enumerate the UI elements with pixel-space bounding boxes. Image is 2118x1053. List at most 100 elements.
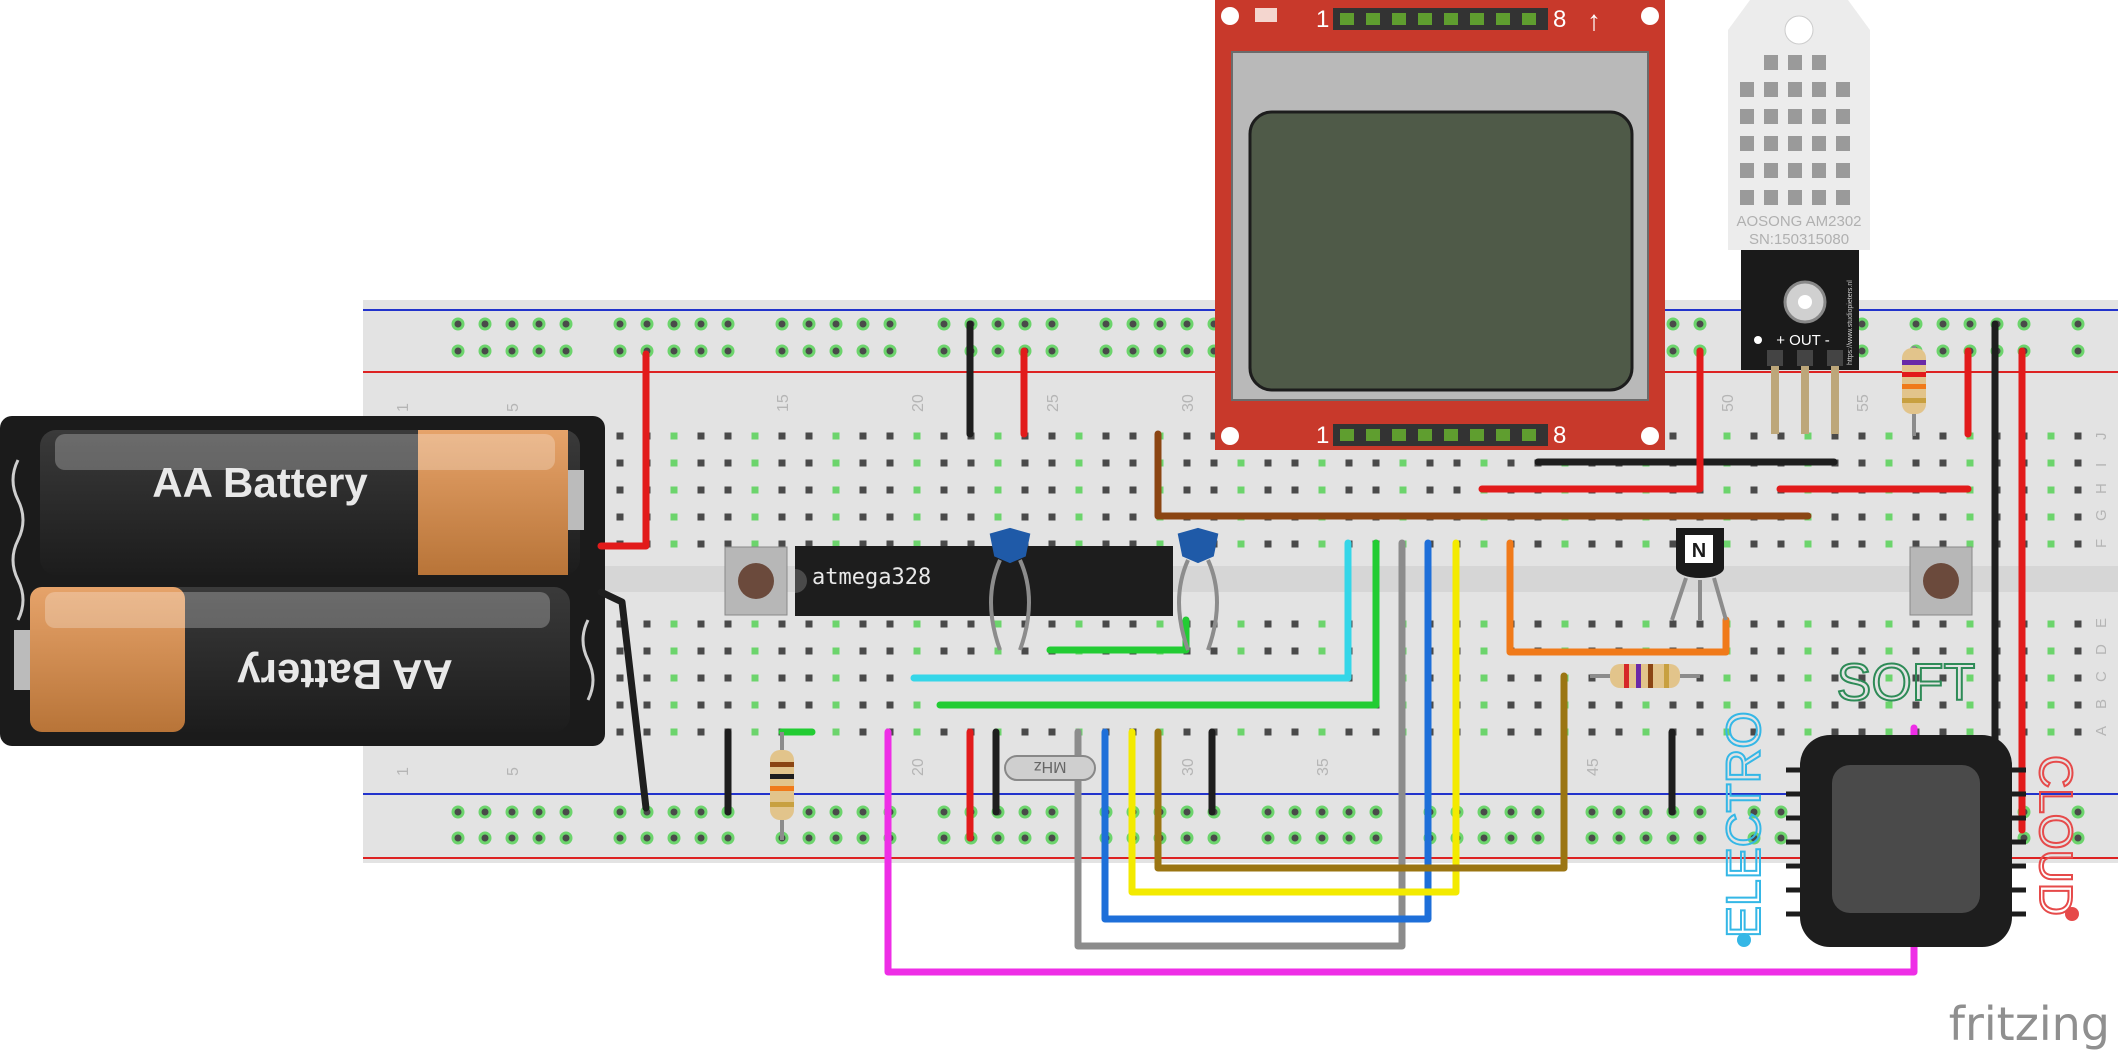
breadboard-hole	[697, 674, 705, 682]
grille-slot	[1740, 82, 1754, 97]
breadboard-hole	[1291, 459, 1299, 467]
rail-hole	[802, 805, 816, 819]
transistor: N	[1670, 528, 1728, 621]
rail-hole	[1747, 805, 1761, 819]
rail-hole	[1342, 805, 1356, 819]
rail-hole	[667, 317, 681, 331]
breadboard-hole	[1534, 620, 1542, 628]
breadboard-hole	[1912, 647, 1920, 655]
rail-hole	[856, 317, 870, 331]
breadboard-hole	[913, 620, 921, 628]
breadboard-hole	[913, 540, 921, 548]
lcd-pin	[1392, 429, 1406, 441]
breadboard-hole	[751, 486, 759, 494]
wire-olive	[1154, 672, 1568, 872]
breadboard-hole	[1480, 647, 1488, 655]
chip-label: atmega328	[812, 565, 931, 590]
breadboard-hole	[670, 513, 678, 521]
breadboard-hole	[1750, 432, 1758, 440]
breadboard-hole	[1723, 728, 1731, 736]
rail-hole	[1099, 317, 1113, 331]
rail-hole	[1315, 831, 1329, 845]
col-num-bottom-1: 1	[395, 767, 412, 776]
breadboard-hole	[2047, 701, 2055, 709]
grille-slot	[1812, 109, 1826, 124]
push-button-right[interactable]	[1909, 546, 1973, 616]
breadboard-hole	[1777, 540, 1785, 548]
wire-blue	[1101, 539, 1432, 923]
breadboard-hole	[1912, 459, 1920, 467]
breadboard-hole	[1750, 701, 1758, 709]
breadboard-hole	[616, 647, 624, 655]
breadboard-hole	[859, 486, 867, 494]
breadboard-hole	[886, 647, 894, 655]
rail-hole	[1045, 805, 1059, 819]
reset-button[interactable]	[724, 546, 788, 616]
grille-slot	[1788, 136, 1802, 151]
button-cap	[738, 563, 774, 599]
breadboard-hole	[2047, 486, 2055, 494]
breadboard-hole	[1831, 513, 1839, 521]
breadboard-hole	[1534, 701, 1542, 709]
sensor-serial: SN:150315080	[1749, 231, 1849, 248]
breadboard-hole	[1966, 540, 1974, 548]
dht-sensor: AOSONG AM2302 SN:150315080 + OUT - https…	[1728, 0, 1870, 434]
lcd-pin	[1366, 429, 1380, 441]
breadboard-hole	[1318, 647, 1326, 655]
breadboard-hole	[1642, 701, 1650, 709]
breadboard-hole	[1048, 728, 1056, 736]
breadboard-hole	[2074, 647, 2082, 655]
breadboard-hole	[1885, 674, 1893, 682]
breadboard-hole	[1372, 459, 1380, 467]
breadboard-hole	[1210, 647, 1218, 655]
col-num-top-50: 50	[1720, 394, 1737, 412]
rail-hole	[667, 805, 681, 819]
breadboard-hole	[1804, 620, 1812, 628]
transistor-leg	[1712, 577, 1728, 621]
breadboard-hole	[1156, 540, 1164, 548]
breadboard-hole	[751, 540, 759, 548]
rail-hole	[775, 344, 789, 358]
lcd-pin-1-top: 1	[1316, 6, 1329, 33]
sensor-hole	[1784, 15, 1814, 45]
breadboard-hole	[1804, 701, 1812, 709]
resistor-vertical-right	[1902, 346, 1926, 436]
rail-hole	[1180, 344, 1194, 358]
breadboard-hole	[1237, 540, 1245, 548]
breadboard-hole	[940, 459, 948, 467]
breadboard-hole	[724, 701, 732, 709]
breadboard-hole	[859, 513, 867, 521]
center-channel	[363, 566, 2118, 592]
wire-brown	[1154, 430, 1812, 520]
breadboard-hole	[1885, 647, 1893, 655]
breadboard-hole	[1750, 620, 1758, 628]
breadboard-hole	[1075, 620, 1083, 628]
breadboard-hole	[967, 540, 975, 548]
grille-slot	[1836, 109, 1850, 124]
battery-bottom-terminal	[14, 630, 30, 690]
resistor-vertical-left	[770, 732, 794, 840]
breadboard-hole	[1183, 432, 1191, 440]
breadboard-hole	[805, 674, 813, 682]
breadboard-hole	[643, 674, 651, 682]
breadboard-hole	[1021, 486, 1029, 494]
breadboard-hole	[913, 486, 921, 494]
rail-hole	[1126, 317, 1140, 331]
rail-hole	[1153, 317, 1167, 331]
breadboard-hole	[832, 486, 840, 494]
breadboard-hole	[1939, 540, 1947, 548]
rail-hole	[478, 805, 492, 819]
breadboard-hole	[1021, 728, 1029, 736]
chip-notch	[795, 569, 807, 593]
logo-pins	[1786, 767, 2026, 917]
rail-hole	[775, 317, 789, 331]
breadboard-hole	[886, 513, 894, 521]
rail-hole	[1504, 805, 1518, 819]
breadboard-hole	[670, 540, 678, 548]
breadboard-hole	[1210, 432, 1218, 440]
rail-hole	[1639, 831, 1653, 845]
row-letter-j: J	[2093, 433, 2110, 441]
breadboard-hole	[1642, 728, 1650, 736]
row-letter-e: E	[2093, 618, 2110, 628]
breadboard-hole	[1102, 432, 1110, 440]
